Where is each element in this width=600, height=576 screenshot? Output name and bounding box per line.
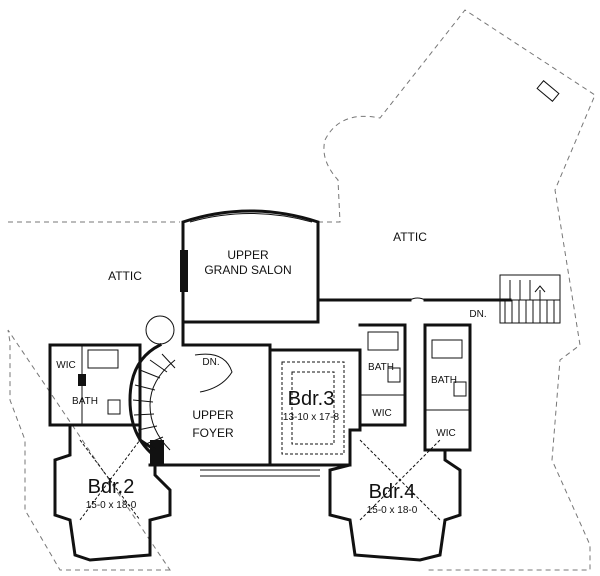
bedroom-4-size: 15-0 x 18-0 — [367, 505, 418, 516]
pilaster — [150, 440, 164, 465]
foyer-label-line2: FOYER — [192, 426, 234, 440]
foyer-label-line1: UPPER — [192, 408, 234, 422]
bedroom-2-name: Bdr.2 — [88, 476, 135, 498]
balcony-rail — [200, 469, 320, 477]
curved-stair — [128, 315, 233, 463]
attic-right-label: ATTIC — [393, 230, 427, 244]
upper-grand-salon-room — [180, 209, 320, 324]
middle-bath-suite — [358, 323, 407, 427]
bath-right-label: BATH — [431, 375, 457, 386]
bedroom-2-room — [53, 423, 172, 562]
bath-middle-label: BATH — [368, 362, 394, 373]
bedroom-4-room — [328, 428, 462, 562]
foyer-wall — [181, 320, 272, 467]
wic-left-label: WIC — [56, 360, 75, 371]
rear-stair-down-label: DN. — [469, 309, 486, 320]
grand-salon-label-line2: GRAND SALON — [204, 263, 291, 277]
attic-hatch — [536, 80, 560, 102]
wic-right-label: WIC — [436, 428, 455, 439]
fireplace — [180, 250, 188, 292]
bedroom-4-name: Bdr.4 — [369, 481, 416, 503]
grand-salon-label-line1: UPPER — [227, 248, 269, 262]
attic-left-label: ATTIC — [108, 269, 142, 283]
wic-middle-label: WIC — [372, 408, 391, 419]
stair-down-label: DN. — [202, 357, 219, 368]
rear-stair — [499, 274, 561, 324]
bedroom-3-name: Bdr.3 — [288, 388, 335, 410]
bath-left-label: BATH — [72, 396, 98, 407]
right-bath-suite — [423, 323, 472, 452]
left-bath-suite — [48, 343, 142, 427]
door-swing — [409, 297, 426, 301]
bedroom-3-size: 13-10 x 17-8 — [283, 412, 340, 423]
bedroom-2-size: 15-0 x 18-0 — [86, 500, 137, 511]
attic-outline — [7, 9, 596, 571]
